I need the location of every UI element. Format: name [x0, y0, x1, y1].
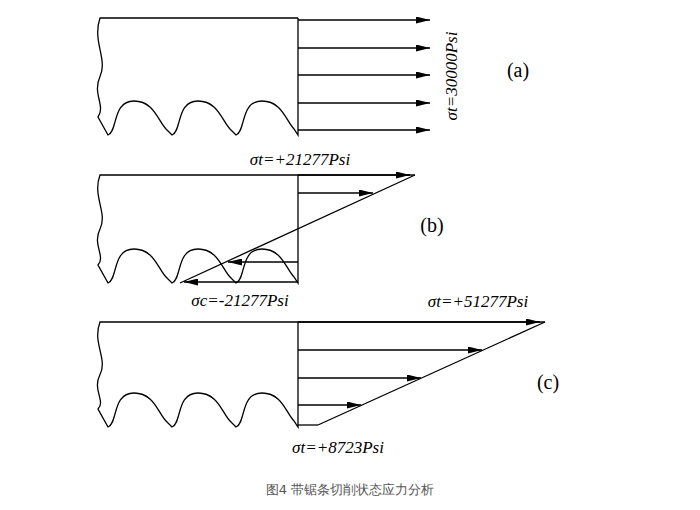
figure-caption: 图4 带锯条切削状态应力分析: [266, 483, 434, 497]
stress-value: σt=+21277Psi: [250, 151, 350, 170]
blade-outline: [97, 175, 298, 283]
stress-value: σt=30000Psi: [443, 32, 462, 121]
saw-blade: [97, 18, 298, 427]
stress-value: σc=-21277Psi: [191, 292, 288, 311]
figure-tag: (b): [420, 214, 443, 236]
stress-arrows: [180, 20, 545, 425]
figure-tag: (a): [507, 59, 529, 81]
stress-value: σt=+8723Psi: [292, 439, 384, 458]
blade-outline: [97, 18, 298, 135]
blade-outline: [97, 322, 298, 427]
stress-value: σt=+51277Psi: [428, 293, 528, 312]
figure-tag: (c): [537, 371, 559, 393]
